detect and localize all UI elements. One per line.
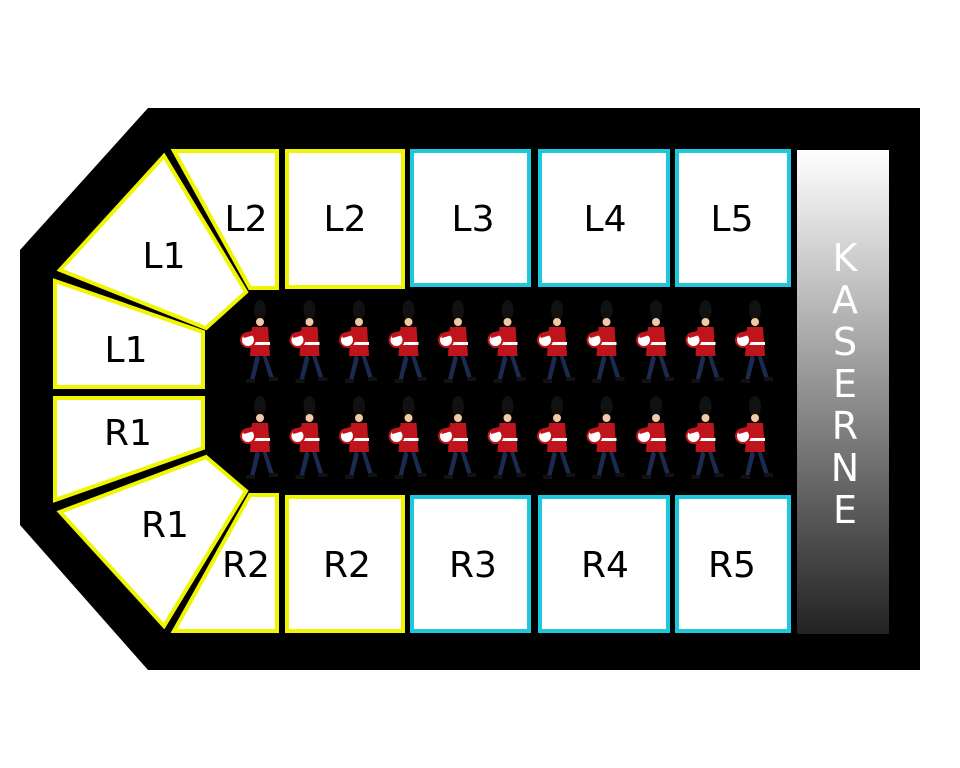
section-l3[interactable]: L3	[410, 149, 531, 287]
guard-soldier-icon	[388, 300, 427, 383]
guard-soldier-icon	[586, 300, 625, 383]
guard-soldier-icon	[339, 300, 377, 383]
kaserne-building: K A S E R N E	[797, 150, 889, 634]
kaserne-letter: S	[833, 320, 857, 364]
section-label: R5	[708, 545, 756, 586]
guard-soldier-icon	[438, 396, 476, 479]
guard-soldier-icon	[240, 396, 278, 479]
guard-soldier-icon	[636, 300, 674, 383]
section-r1-upper[interactable]: R1	[53, 396, 205, 503]
section-r3[interactable]: R3	[410, 495, 531, 633]
section-l2[interactable]: L2	[285, 149, 405, 289]
kaserne-block	[797, 150, 889, 634]
guard-soldier-icon	[438, 300, 476, 383]
section-label: R2	[222, 545, 270, 586]
section-label: R1	[141, 505, 189, 546]
section-l2-wedge[interactable]: L2	[170, 149, 279, 290]
section-l4[interactable]: L4	[538, 149, 670, 287]
guard-soldier-icon	[388, 396, 427, 479]
guard-soldier-icon	[735, 300, 773, 383]
guard-soldier-icon	[685, 300, 724, 383]
guard-soldier-icon	[586, 396, 625, 479]
section-label: R4	[581, 545, 629, 586]
kaserne-letter: E	[833, 362, 857, 406]
guard-soldier-icon	[487, 300, 526, 383]
guards-area	[240, 300, 773, 479]
section-l1-upper[interactable]: L1	[56, 152, 249, 331]
section-label: R3	[449, 545, 497, 586]
kaserne-letter: R	[832, 404, 858, 448]
section-label: L4	[584, 199, 627, 240]
guard-soldier-icon	[685, 396, 724, 479]
kaserne-letter: A	[832, 278, 858, 322]
guard-soldier-icon	[289, 300, 328, 383]
section-label: R2	[323, 545, 371, 586]
guard-soldier-icon	[735, 396, 773, 479]
section-label: L3	[452, 199, 495, 240]
kaserne-letter: E	[833, 488, 857, 532]
kaserne-letter: K	[833, 236, 859, 280]
guard-soldier-icon	[537, 300, 575, 383]
guard-soldier-icon	[487, 396, 526, 479]
section-label: L2	[225, 199, 268, 240]
section-r2[interactable]: R2	[285, 495, 405, 633]
section-r2-wedge[interactable]: R2	[170, 493, 279, 633]
section-label: L1	[143, 236, 186, 277]
section-label: L2	[324, 199, 367, 240]
section-label: R1	[104, 413, 152, 454]
guard-soldier-icon	[240, 300, 278, 383]
section-label: L1	[105, 330, 148, 371]
guard-soldier-icon	[537, 396, 575, 479]
section-r1-lower[interactable]: R1	[56, 454, 249, 630]
guard-soldier-icon	[289, 396, 328, 479]
section-label: L5	[711, 199, 754, 240]
section-r4[interactable]: R4	[538, 495, 670, 633]
guard-soldier-icon	[636, 396, 674, 479]
section-r5[interactable]: R5	[675, 495, 791, 633]
guard-soldier-icon	[339, 396, 377, 479]
section-l1-lower[interactable]: L1	[53, 278, 205, 389]
kaserne-letter: N	[831, 446, 859, 490]
section-l5[interactable]: L5	[675, 149, 791, 287]
